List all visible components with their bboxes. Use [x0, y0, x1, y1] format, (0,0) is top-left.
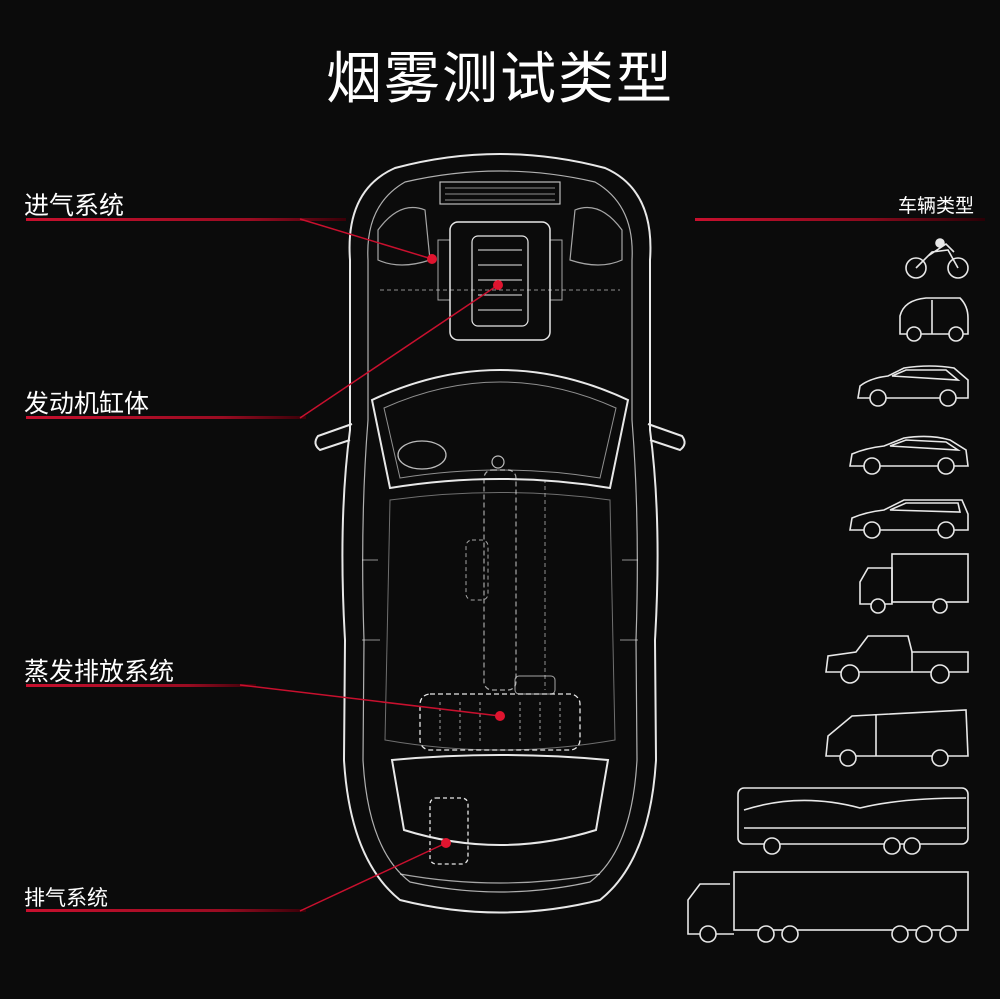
callout-engine — [299, 280, 503, 419]
semi-truck-icon — [687, 871, 969, 943]
hatchback-icon — [857, 365, 969, 407]
callout-evap — [239, 684, 505, 721]
cargo-van-icon — [825, 709, 969, 767]
label-intake-system: 进气系统 — [24, 191, 125, 220]
vehicle-types-heading: 车辆类型 — [898, 195, 975, 217]
underline-evap — [26, 684, 256, 687]
label-exhaust-system: 排气系统 — [24, 886, 108, 910]
label-engine-block: 发动机缸体 — [24, 389, 150, 418]
underline-vehicle-types — [695, 218, 985, 221]
wagon-icon — [849, 499, 969, 539]
box-truck-icon — [859, 553, 969, 614]
underline-intake — [26, 218, 346, 221]
car-top-view — [314, 153, 686, 914]
underline-exhaust — [26, 909, 306, 912]
sedan-icon — [849, 435, 969, 475]
callout-exhaust — [299, 838, 451, 912]
motorcycle-icon — [905, 238, 969, 279]
smart-car-icon — [899, 297, 969, 342]
underline-engine — [26, 416, 306, 419]
pickup-truck-icon — [825, 635, 969, 684]
coach-bus-icon — [737, 787, 969, 855]
callout-intake — [299, 218, 437, 264]
label-evap-system: 蒸发排放系统 — [24, 657, 175, 686]
page-title: 烟雾测试类型 — [326, 47, 674, 112]
